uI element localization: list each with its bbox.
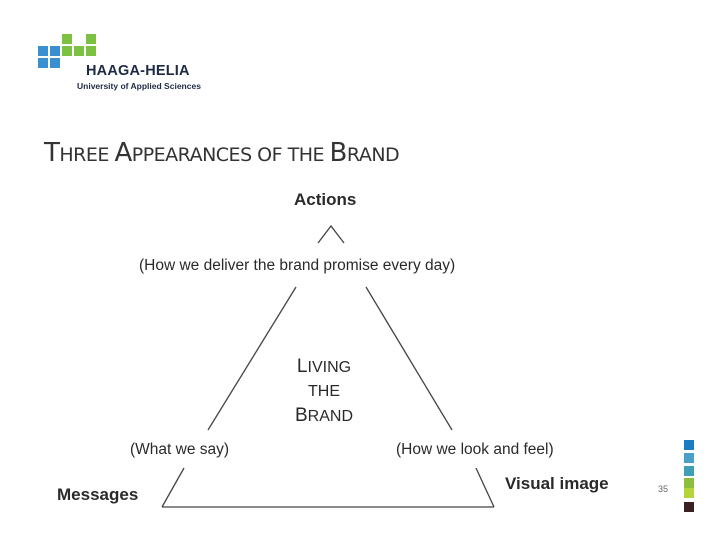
color-strip-square: [684, 466, 694, 476]
messages-label: Messages: [57, 485, 139, 504]
color-strip-square: [684, 488, 694, 498]
brand-triangle-diagram: Actions (How we deliver the brand promis…: [50, 185, 630, 515]
triangle-lines: [161, 224, 495, 508]
actions-label: Actions: [294, 190, 357, 209]
living-the-brand-center: LIVING THE BRAND: [294, 356, 354, 426]
visual-image-description: (How we look and feel): [396, 441, 554, 458]
color-strip-square: [684, 502, 694, 512]
page-number: 35: [658, 484, 669, 494]
color-strip-square: [684, 453, 694, 463]
slide-title: THREE APPEARANCES OF THE BRAND: [44, 138, 400, 168]
logo-mark-icon: [38, 34, 96, 68]
messages-description: (What we say): [130, 441, 230, 458]
visual-image-label: Visual image: [505, 474, 609, 493]
color-strip-square: [684, 440, 694, 450]
logo-name: HAAGA-HELIA: [86, 63, 190, 79]
logo-subtitle: University of Applied Sciences: [77, 81, 201, 91]
actions-description: (How we deliver the brand promise every …: [139, 257, 456, 274]
institution-logo: HAAGA-HELIA University of Applied Scienc…: [38, 32, 228, 94]
color-strip-square: [684, 478, 694, 488]
